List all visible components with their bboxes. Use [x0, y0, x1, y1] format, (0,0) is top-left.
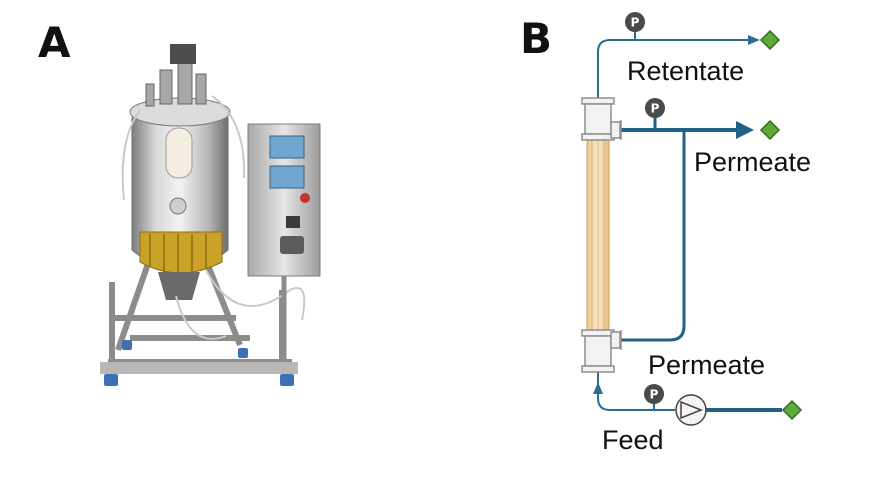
permeate-line [616, 132, 686, 342]
permeate-pressure-gauge-icon: P [645, 98, 665, 118]
cabinet-switch [286, 216, 300, 228]
permeate-arrowhead [736, 121, 754, 139]
tff-diagram: P P P Retentate Permeate Permeate Feed [581, 12, 811, 455]
bottom-end-cap [581, 329, 622, 373]
feed-label: Feed [602, 425, 664, 455]
gauge-label: P [631, 16, 640, 30]
retentate-pressure-gauge-icon: P [625, 12, 645, 32]
cabinet-pump-head [280, 236, 304, 254]
emergency-stop-button [300, 193, 310, 203]
fiber-strands [591, 140, 605, 330]
panel-label-a: A [38, 18, 71, 67]
feed-arrowhead [593, 382, 603, 394]
gauge-label: P [651, 102, 660, 116]
bioreactor-illustration [100, 44, 321, 386]
feed-pump-icon [675, 394, 707, 426]
head-motor [170, 44, 196, 64]
bioreactor-base-rail [100, 362, 298, 374]
retentate-arrowhead [748, 35, 760, 45]
panel-label-b: B [520, 14, 553, 63]
permeate-top-label: Permeate [694, 147, 811, 177]
head-fittings [145, 59, 207, 107]
retentate-label: Retentate [627, 56, 744, 86]
jacket-ribs [149, 234, 207, 274]
feed-pressure-gauge-icon: P [644, 384, 664, 404]
cabinet-screen-bottom [269, 165, 305, 189]
feed-inlet-diamond-icon [781, 399, 803, 421]
gauge-label: P [650, 388, 659, 402]
cabinet-screen-top [269, 135, 305, 159]
vessel-sight-glass [165, 127, 193, 179]
feed-line [597, 372, 675, 411]
vessel-port [169, 197, 187, 215]
permeate-bottom-label: Permeate [648, 350, 765, 380]
retentate-outlet-diamond-icon [759, 29, 781, 51]
heating-jacket [139, 231, 223, 274]
retentate-line [597, 39, 754, 100]
vessel-bottom [158, 272, 200, 300]
top-end-cap [581, 97, 622, 141]
caster-wheels [104, 340, 294, 386]
permeate-outlet-diamond-icon [759, 119, 781, 141]
